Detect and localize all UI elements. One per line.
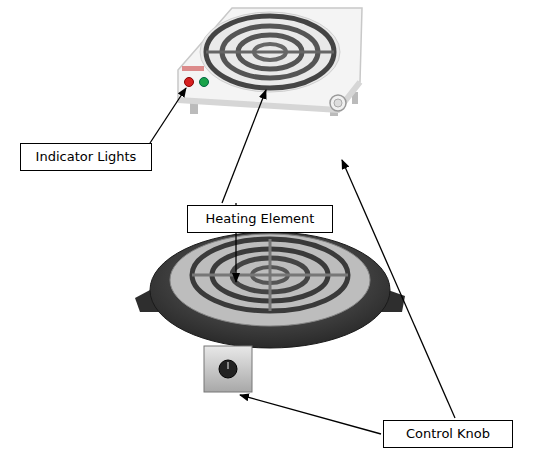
callout-box: Control Knob [383,420,513,448]
callout-label: Indicator Lights [36,149,137,165]
black-hot-plate [135,232,405,392]
callout-box: Heating Element [187,205,333,233]
white-hot-plate [178,8,362,116]
leader-lines [150,88,455,434]
callout-label: Heating Element [206,211,315,227]
callout-label: Control Knob [406,426,490,442]
callout-box: Indicator Lights [20,143,152,171]
